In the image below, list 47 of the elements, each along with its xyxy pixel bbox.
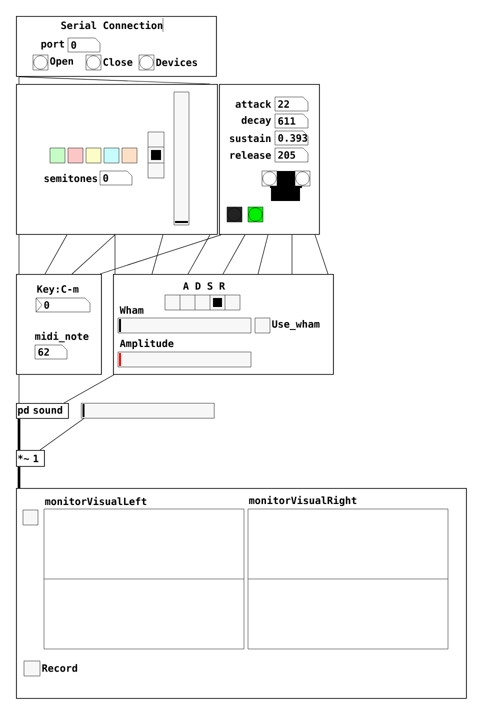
object-box: *~ 1 [16, 450, 45, 467]
text-label: sustain [230, 134, 270, 142]
number-box: 0 [68, 38, 100, 52]
object-box: pd sound [16, 403, 69, 419]
text-label: semitones [44, 174, 98, 182]
patch-cord [188, 234, 210, 274]
patch-cord [18, 466, 20, 488]
text-label: port [41, 40, 64, 50]
text-label: Use_wham [272, 320, 320, 330]
number-box: 0 [36, 298, 90, 312]
patch-cord [18, 374, 20, 404]
number-box: 62 [34, 344, 68, 360]
text-label: monitorVisualLeft [45, 496, 146, 506]
text-label: Wham [120, 306, 144, 314]
patch-cord [100, 234, 222, 274]
patch-cord [18, 76, 210, 84]
text-label: Key:C-m [37, 285, 78, 295]
patch-cord [72, 234, 116, 274]
patch-cord [64, 374, 114, 404]
patch-cord [44, 234, 68, 274]
number-box: 0.393 [274, 130, 308, 146]
patch-cord [40, 418, 84, 450]
text-label: monitorVisualRight [249, 496, 356, 506]
text-label: Devices [156, 58, 198, 66]
patch-cord [314, 234, 328, 274]
patch-cord [222, 234, 246, 274]
text-label: decay [242, 116, 272, 126]
panel-title: Serial Connection [61, 20, 162, 30]
text-label: Close [103, 58, 132, 66]
number-box: 0 [100, 170, 132, 186]
patch-cord [18, 76, 20, 84]
number-box: 611 [274, 114, 308, 128]
text-label: Record [42, 664, 78, 672]
text-label: attack [236, 100, 272, 108]
number-box: 22 [274, 96, 308, 112]
text-label: Open [50, 57, 73, 67]
patch-cord [258, 234, 268, 274]
patch-cord [114, 234, 116, 274]
number-box: 205 [274, 148, 308, 162]
slider [81, 403, 214, 418]
text-label: midi_note [35, 332, 88, 342]
patch-cord [18, 234, 20, 274]
text-label: A D S R [183, 282, 226, 290]
patch-cord [152, 234, 164, 274]
patch-cord [18, 418, 20, 450]
text-label: release [230, 151, 271, 159]
text-label: Amplitude [120, 338, 174, 350]
